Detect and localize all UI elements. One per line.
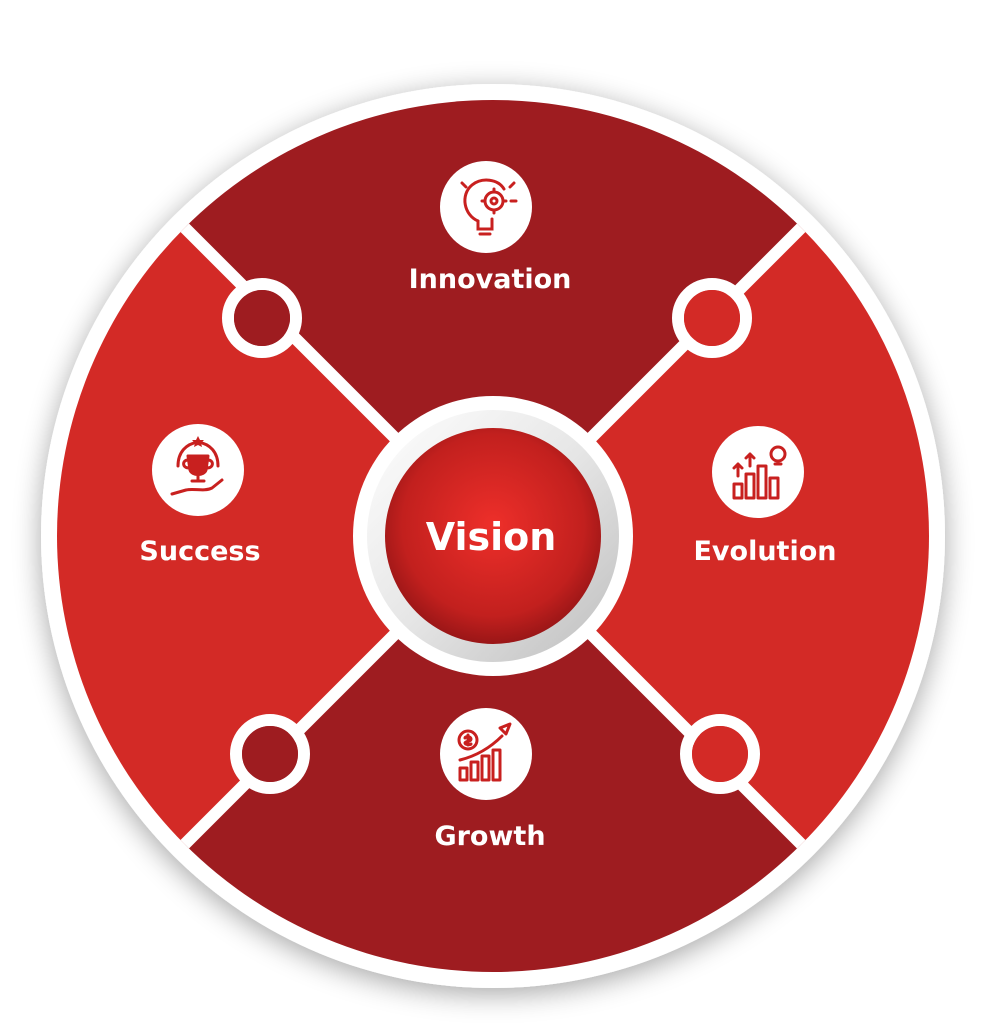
lightbulb-gears-icon xyxy=(440,161,532,253)
segment-label-right: Evolution xyxy=(693,536,836,567)
center-label: Vision xyxy=(426,515,557,559)
rocket-chart-icon xyxy=(440,708,532,800)
segment-label-bottom: Growth xyxy=(434,821,545,852)
center-inner-disc xyxy=(385,428,601,644)
trophy-hand-icon xyxy=(152,424,244,516)
segment-label-top: Innovation xyxy=(409,264,572,295)
segment-label-left: Success xyxy=(139,536,260,567)
growth-bars-bulb-icon xyxy=(712,426,804,518)
